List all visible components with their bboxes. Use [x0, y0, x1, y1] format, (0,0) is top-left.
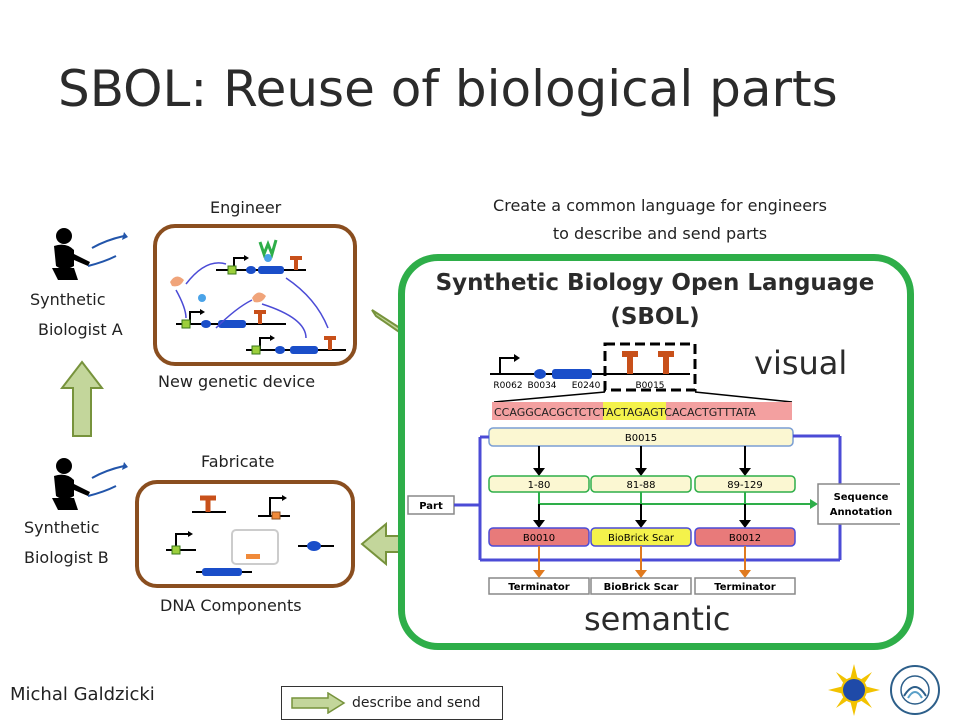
- nsf-logo: [828, 664, 880, 716]
- terminator-glyph-2: [658, 351, 674, 374]
- subpart-label-1: B0010: [523, 533, 555, 544]
- sequence-annotation-line1: Sequence: [834, 492, 889, 503]
- range-label-2: 81-88: [626, 480, 655, 491]
- sequence-after: TCACACTGTTTATA: [657, 406, 756, 419]
- fabricate-label: Fabricate: [201, 452, 275, 471]
- type-label-2: BioBrick Scar: [604, 582, 679, 593]
- biologist-a-icon: [52, 228, 128, 280]
- part-label-b0034: B0034: [527, 381, 556, 391]
- type-box-2: [590, 577, 692, 595]
- slide-title: SBOL: Reuse of biological parts: [58, 60, 838, 118]
- sequence-text: CCAGGCACGCTCTCTACTAGAGTCACACTGTTTATA: [494, 406, 756, 419]
- sbol-intro-line1: Create a common language for engineers: [493, 196, 827, 215]
- legend-label: describe and send: [352, 695, 481, 711]
- b0015-highlight-box: [603, 342, 697, 392]
- engineer-label: Engineer: [210, 198, 282, 217]
- nih-logo: [890, 665, 940, 715]
- semantic-label: semantic: [584, 600, 731, 638]
- subpart-label-3: B0012: [729, 533, 761, 544]
- visual-label: visual: [754, 344, 848, 382]
- type-box-1: [488, 577, 590, 595]
- part-label-b0015: B0015: [635, 381, 664, 391]
- biologist-b-label-line1: Synthetic: [24, 518, 100, 537]
- biologist-a-label-line1: Synthetic: [30, 290, 106, 309]
- sbol-title-line1: Synthetic Biology Open Language: [435, 270, 875, 296]
- range-label-1: 1-80: [528, 480, 551, 491]
- sbol-intro-line2: to describe and send parts: [552, 224, 768, 243]
- author-name: Michal Galdzicki: [10, 684, 155, 705]
- range-label-3: 89-129: [727, 480, 762, 491]
- type-label-3: Terminator: [714, 582, 776, 593]
- subpart-label-2: BioBrick Scar: [608, 533, 675, 544]
- legend-arrow: [291, 692, 346, 714]
- sequence-annotation-box: [817, 483, 900, 525]
- component-label: B0015: [625, 433, 657, 444]
- dna-components-illustration: [166, 495, 334, 576]
- rbs-glyph: [534, 369, 546, 379]
- sequence-annotation-line2: Annotation: [830, 507, 893, 518]
- part-tag-label: Part: [419, 501, 443, 512]
- sequence-highlight: TACTAGAG: [599, 406, 658, 419]
- part-label-r0062: R0062: [493, 381, 522, 391]
- biologist-b-icon: [52, 458, 128, 510]
- part-label-e0240: E0240: [572, 381, 601, 391]
- type-label-1: Terminator: [508, 582, 570, 593]
- biologist-a-label-line2: Biologist A: [38, 320, 123, 339]
- sbol-title-line2: (SBOL): [610, 304, 700, 330]
- sequence-before: CCAGGCACGCTCTC: [494, 406, 600, 419]
- terminator-glyph-1: [622, 351, 638, 374]
- sbol-title: Synthetic Biology Open Language (SBOL): [420, 266, 890, 334]
- fabricate-caption: DNA Components: [160, 596, 302, 615]
- sbol-diagram: R0062 B0034 E0240 B0015 CCAGGCACGCTCTCTA…: [407, 342, 900, 595]
- promoter-glyph: [499, 357, 514, 374]
- genetic-device-illustration: [170, 239, 346, 355]
- up-arrow: [60, 360, 104, 437]
- engineer-caption: New genetic device: [158, 372, 316, 391]
- biologist-b-label-line2: Biologist B: [24, 548, 109, 567]
- cds-glyph: [552, 369, 592, 379]
- type-box-3: [694, 577, 796, 595]
